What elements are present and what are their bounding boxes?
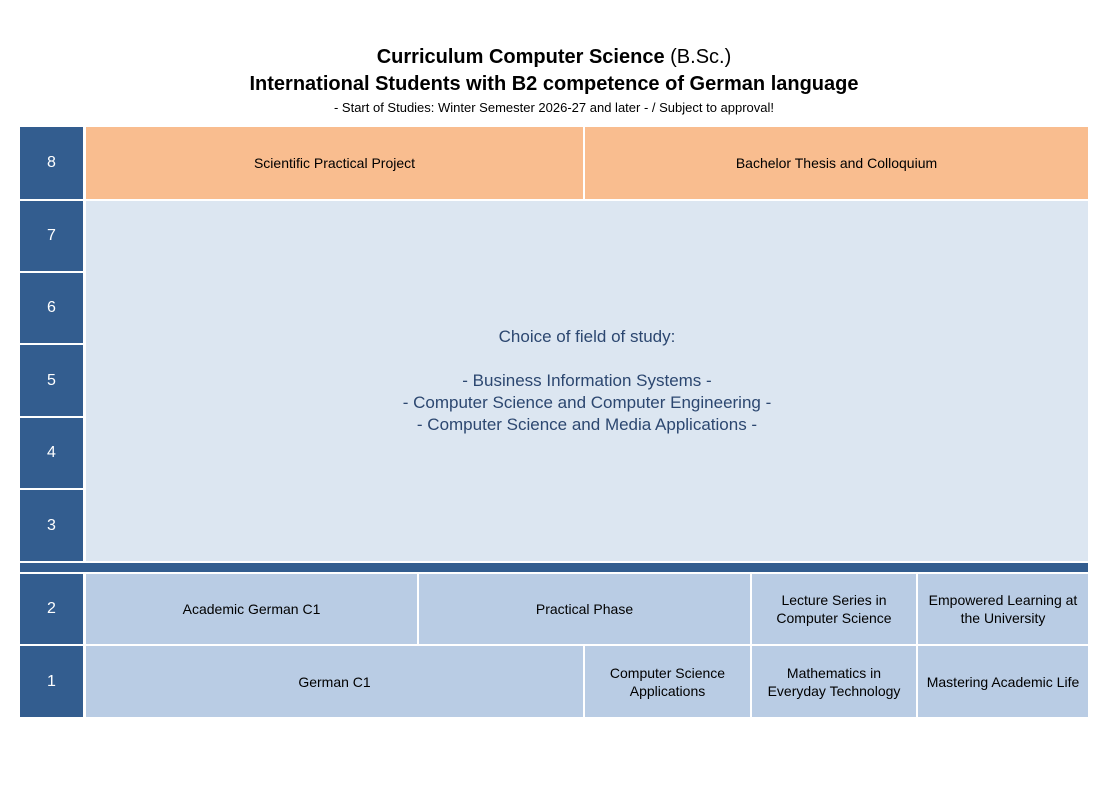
- field-heading: Choice of field of study:: [498, 327, 676, 346]
- semester-7: 7: [20, 201, 83, 271]
- semester-2: 2: [20, 574, 83, 644]
- page-title: Curriculum Computer Science (B.Sc.): [0, 46, 1108, 69]
- semester-5: 5: [20, 345, 83, 416]
- semester-8: 8: [20, 127, 83, 199]
- title-text: Curriculum Computer Science: [376, 46, 665, 68]
- field-option: - Computer Science and Media Application…: [416, 415, 758, 434]
- module-mathematics: Mathematics in Everyday Technology: [752, 646, 916, 717]
- page-note: - Start of Studies: Winter Semester 2026…: [333, 100, 775, 115]
- module-academic-german: Academic German C1: [86, 574, 417, 644]
- field-option: - Business Information Systems -: [462, 371, 712, 390]
- module-cs-applications: Computer Science Applications: [585, 646, 750, 717]
- semester-6: 6: [20, 273, 83, 343]
- module-german-c1: German C1: [86, 646, 583, 717]
- semester-1: 1: [20, 646, 83, 717]
- field-of-study-box: Choice of field of study: - Business Inf…: [86, 201, 1088, 561]
- module-practical-phase: Practical Phase: [419, 574, 750, 644]
- module-scientific-practical-project: Scientific Practical Project: [86, 127, 583, 199]
- semester-3: 3: [20, 490, 83, 561]
- divider-bar: [20, 563, 1088, 572]
- module-bachelor-thesis: Bachelor Thesis and Colloquium: [585, 127, 1088, 199]
- page-subtitle: International Students with B2 competenc…: [249, 73, 859, 95]
- module-mastering-academic-life: Mastering Academic Life: [918, 646, 1088, 717]
- title-degree: (B.Sc.): [670, 46, 732, 68]
- field-option: - Computer Science and Computer Engineer…: [402, 393, 772, 412]
- module-empowered-learning: Empowered Learning at the University: [918, 574, 1088, 644]
- semester-4: 4: [20, 418, 83, 488]
- module-lecture-series: Lecture Series in Computer Science: [752, 574, 916, 644]
